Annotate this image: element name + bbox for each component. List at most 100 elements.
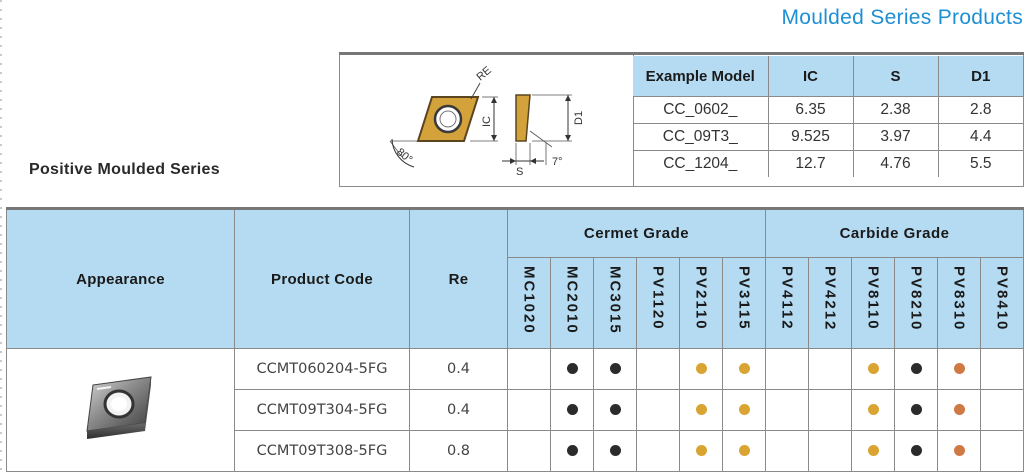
grade-availability-cell: [979, 348, 1025, 390]
re-cell: 0.8: [409, 430, 508, 472]
grade-label: PV4112: [778, 266, 796, 331]
left-dashed-margin: [0, 0, 2, 475]
product-code-cell: CCMT09T304-5FG: [234, 389, 410, 431]
grade-label: PV8310: [950, 266, 968, 332]
grade-availability-cell: [808, 430, 852, 472]
grade-header: PV8210: [894, 257, 938, 349]
grade-header: PV2110: [679, 257, 723, 349]
header-appearance: Appearance: [6, 210, 235, 349]
black-dot-icon: [910, 445, 922, 457]
insert-side-view: [515, 94, 531, 142]
grade-availability-cell: [679, 348, 723, 390]
grade-availability-cell: [937, 430, 981, 472]
grade-availability-cell: [765, 348, 809, 390]
gold-dot-icon: [867, 404, 879, 416]
gold-dot-icon: [695, 445, 707, 457]
spec-cell: 12.7: [767, 150, 854, 177]
re-cell: 0.4: [409, 348, 508, 390]
grade-label: PV8210: [907, 266, 925, 332]
black-dot-icon: [910, 404, 922, 416]
insert-diagram: RE IC 80° D1: [340, 53, 634, 186]
insert-photo-image: [85, 375, 152, 439]
spec-header-ic: IC: [767, 56, 854, 97]
grade-label: PV2110: [692, 266, 710, 331]
gold-dot-icon: [738, 445, 750, 457]
grade-header: MC1020: [507, 257, 551, 349]
angle-80-label: 80°: [394, 146, 414, 166]
grade-availability-cell: [636, 430, 680, 472]
grade-availability-cell: [894, 430, 938, 472]
s-label: S: [516, 166, 523, 178]
black-dot-icon: [609, 363, 621, 375]
spec-cell: 4.4: [937, 123, 1023, 151]
grade-availability-cell: [979, 430, 1025, 472]
grade-label: PV8110: [864, 266, 882, 331]
gold-dot-icon: [867, 445, 879, 457]
spec-row: CC_09T3_ 9.525 3.97 4.4: [633, 123, 1023, 151]
grade-availability-cell: [507, 389, 551, 431]
insert-top-view: [416, 96, 480, 142]
orange-dot-icon: [953, 404, 965, 416]
grade-label: MC1020: [520, 266, 538, 335]
gold-dot-icon: [738, 363, 750, 375]
re-label: RE: [474, 64, 493, 83]
grade-availability-cell: [550, 389, 594, 431]
re-cell: 0.4: [409, 389, 508, 431]
grade-header: MC2010: [550, 257, 594, 349]
grade-availability-cell: [851, 348, 895, 390]
spec-header-s: S: [852, 56, 939, 97]
gold-dot-icon: [695, 363, 707, 375]
product-code-cell: CCMT09T308-5FG: [234, 430, 410, 472]
grade-availability-cell: [765, 389, 809, 431]
spec-top-rule: [339, 52, 1024, 55]
gold-dot-icon: [695, 404, 707, 416]
header-carbide-grade: Carbide Grade: [764, 210, 1025, 258]
grade-availability-cell: [636, 348, 680, 390]
grade-header: PV4212: [808, 257, 852, 349]
grade-availability-cell: [679, 430, 723, 472]
spec-cell: 2.8: [937, 96, 1023, 124]
spec-cell: 3.97: [852, 123, 939, 151]
spec-cell: CC_0602_: [633, 96, 769, 124]
grade-label: PV1120: [649, 266, 667, 331]
black-dot-icon: [566, 445, 578, 457]
black-dot-icon: [910, 363, 922, 375]
series-label: Positive Moulded Series: [29, 161, 220, 178]
spec-cell: 6.35: [767, 96, 854, 124]
grade-availability-cell: [722, 389, 766, 431]
spec-header-d1: D1: [937, 56, 1023, 97]
main-top-rule: [6, 207, 1024, 210]
appearance-cell: [6, 348, 235, 472]
grade-header: PV1120: [636, 257, 680, 349]
grade-availability-cell: [679, 389, 723, 431]
ic-label: IC: [481, 116, 493, 127]
gold-dot-icon: [867, 363, 879, 375]
grade-availability-cell: [894, 389, 938, 431]
spec-table: Example Model IC S D1 CC_0602_ 6.35 2.38…: [633, 56, 1023, 177]
spec-header-model: Example Model: [633, 56, 769, 97]
grade-availability-cell: [507, 430, 551, 472]
page-title: Moulded Series Products: [781, 6, 1023, 29]
grade-availability-cell: [808, 348, 852, 390]
grade-availability-cell: [636, 389, 680, 431]
grade-header: PV4112: [765, 257, 809, 349]
spec-row: CC_0602_ 6.35 2.38 2.8: [633, 96, 1023, 124]
orange-dot-icon: [953, 445, 965, 457]
black-dot-icon: [609, 404, 621, 416]
grade-availability-cell: [937, 389, 981, 431]
grade-availability-cell: [550, 348, 594, 390]
grade-label: MC2010: [563, 266, 581, 335]
grade-availability-cell: [593, 348, 637, 390]
spec-row: CC_1204_ 12.7 4.76 5.5: [633, 150, 1023, 177]
black-dot-icon: [609, 445, 621, 457]
grade-availability-cell: [593, 430, 637, 472]
grade-header: MC3015: [593, 257, 637, 349]
grade-header: PV8110: [851, 257, 895, 349]
grade-availability-cell: [550, 430, 594, 472]
spec-cell: 9.525: [767, 123, 854, 151]
grade-label: PV8410: [993, 266, 1011, 332]
insert-geometry-svg: RE IC 80° D1: [389, 64, 585, 178]
d1-label: D1: [573, 111, 585, 125]
